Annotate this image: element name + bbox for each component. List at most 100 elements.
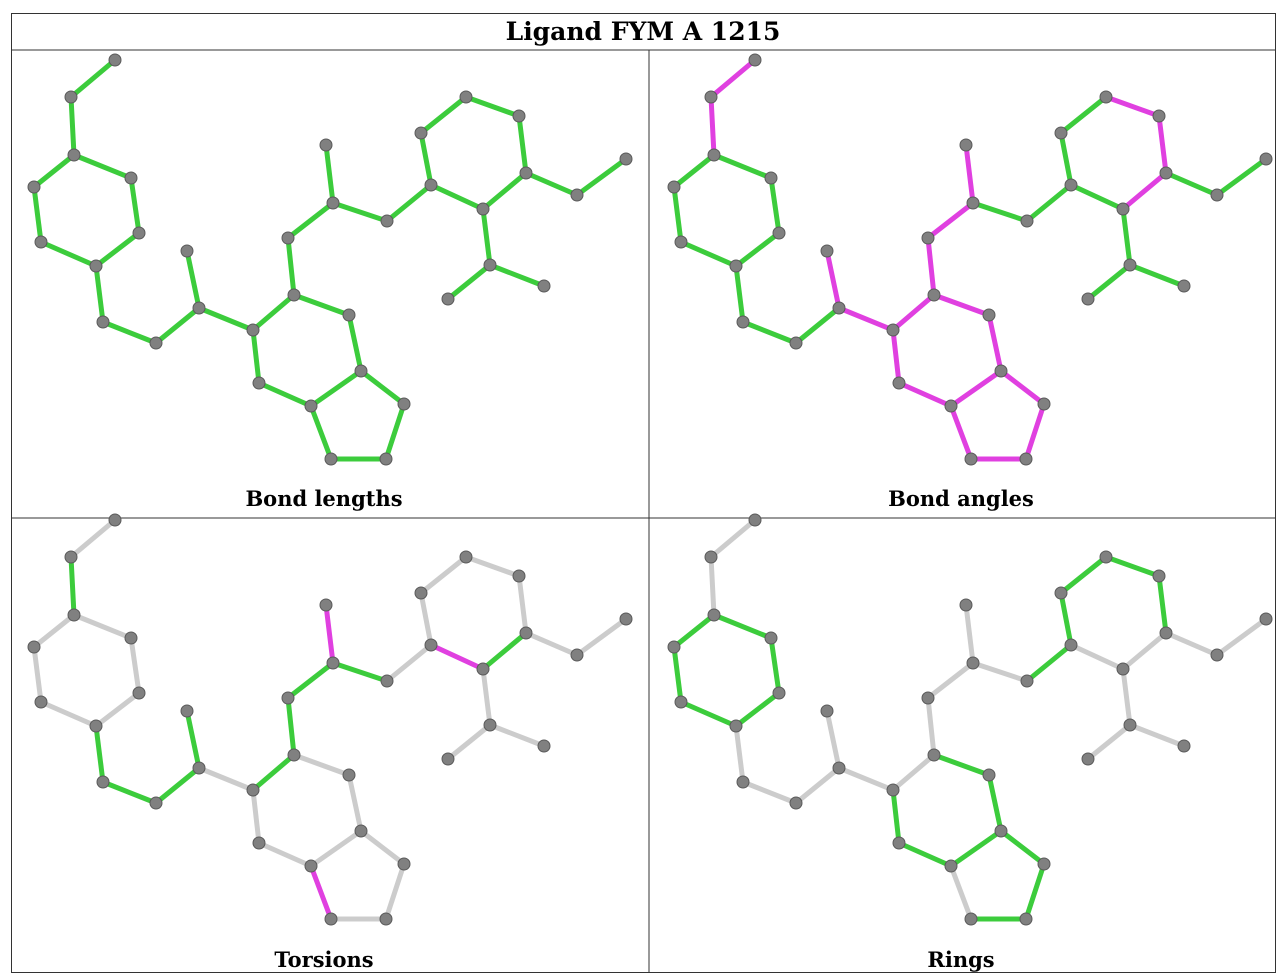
atom: [729, 259, 743, 273]
atom: [772, 686, 786, 700]
panel-bond-lengths: Bond lengths: [27, 53, 633, 511]
bond-outlier: [925, 235, 937, 298]
bond-ok: [196, 305, 256, 333]
bond-ok: [986, 772, 1004, 834]
bond-ok: [1163, 170, 1220, 198]
bond-neutral: [384, 642, 434, 684]
atom: [342, 308, 356, 322]
bond-ok: [291, 292, 352, 318]
atom: [180, 244, 194, 258]
bond-neutral: [250, 787, 262, 846]
bond-ok: [68, 554, 77, 618]
bond-ok: [31, 152, 77, 190]
bond-neutral: [256, 840, 314, 869]
bond-ok: [153, 305, 202, 346]
bond-neutral: [793, 765, 842, 806]
bond-ok: [1024, 182, 1074, 224]
atom: [1123, 718, 1137, 732]
atom: [927, 288, 941, 302]
bond-neutral: [523, 630, 580, 658]
atom: [319, 138, 333, 152]
bond-neutral: [418, 590, 434, 648]
atom: [27, 640, 41, 654]
atom: [519, 166, 533, 180]
bond-ok: [733, 690, 782, 729]
bond-ok: [285, 695, 297, 758]
atom: [704, 90, 718, 104]
bond-ok: [428, 182, 486, 212]
bond-ok: [733, 263, 746, 325]
atom: [1054, 586, 1068, 600]
bond-ok: [250, 292, 297, 333]
atom: [748, 513, 762, 527]
bond-neutral: [824, 708, 842, 771]
bond-neutral: [740, 779, 799, 806]
atom: [704, 550, 718, 564]
atom: [1259, 612, 1273, 626]
atom: [459, 550, 473, 564]
bond-ok: [330, 200, 390, 224]
atom: [1099, 90, 1113, 104]
bond-neutral: [71, 612, 134, 641]
atom: [537, 739, 551, 753]
atom: [820, 244, 834, 258]
atom: [886, 783, 900, 797]
bond-neutral: [68, 517, 118, 560]
atom: [1159, 626, 1173, 640]
atom: [1064, 178, 1078, 192]
bond-ok: [346, 312, 364, 374]
atom: [108, 53, 122, 67]
atom: [342, 768, 356, 782]
atom: [512, 109, 526, 123]
panel-bond-angles: Bond angles: [667, 53, 1273, 511]
atom: [1054, 126, 1068, 140]
atom: [1152, 109, 1166, 123]
atom: [1177, 279, 1191, 293]
bond-ok: [1058, 590, 1074, 648]
atom: [1037, 397, 1051, 411]
bond-ok: [250, 327, 262, 386]
atom: [892, 376, 906, 390]
bond-outlier: [1120, 170, 1169, 212]
bond-ok: [285, 235, 297, 298]
bond-ok: [711, 152, 774, 181]
bond-outlier: [948, 403, 974, 462]
bond-ok: [896, 840, 954, 869]
bond-neutral: [963, 602, 976, 666]
atom: [397, 857, 411, 871]
atom: [354, 364, 368, 378]
bond-outlier: [896, 380, 954, 409]
bond-outlier: [890, 292, 937, 333]
atom: [1210, 648, 1224, 662]
bond-ok: [68, 57, 118, 100]
atom: [512, 569, 526, 583]
atom: [441, 292, 455, 306]
bond-ok: [1103, 554, 1162, 579]
atom: [789, 796, 803, 810]
bond-ok: [250, 752, 297, 793]
bond-outlier: [986, 312, 1004, 374]
atom: [89, 259, 103, 273]
atom: [379, 912, 393, 926]
atom: [483, 258, 497, 272]
atom: [820, 704, 834, 718]
bond-ok: [890, 787, 902, 846]
atom: [304, 399, 318, 413]
atom: [667, 180, 681, 194]
bond-ok: [523, 170, 580, 198]
atom: [1020, 674, 1034, 688]
atom: [966, 656, 980, 670]
atom: [1019, 912, 1033, 926]
atom: [982, 308, 996, 322]
figure-border: [11, 13, 1276, 973]
atom: [414, 586, 428, 600]
bond-neutral: [38, 699, 99, 729]
atom: [64, 90, 78, 104]
bond-neutral: [480, 666, 493, 728]
bond-ok: [733, 230, 782, 269]
atom: [764, 631, 778, 645]
atom: [1210, 188, 1224, 202]
bond-outlier: [824, 248, 842, 311]
bond-outlier: [998, 368, 1047, 407]
atom: [252, 376, 266, 390]
